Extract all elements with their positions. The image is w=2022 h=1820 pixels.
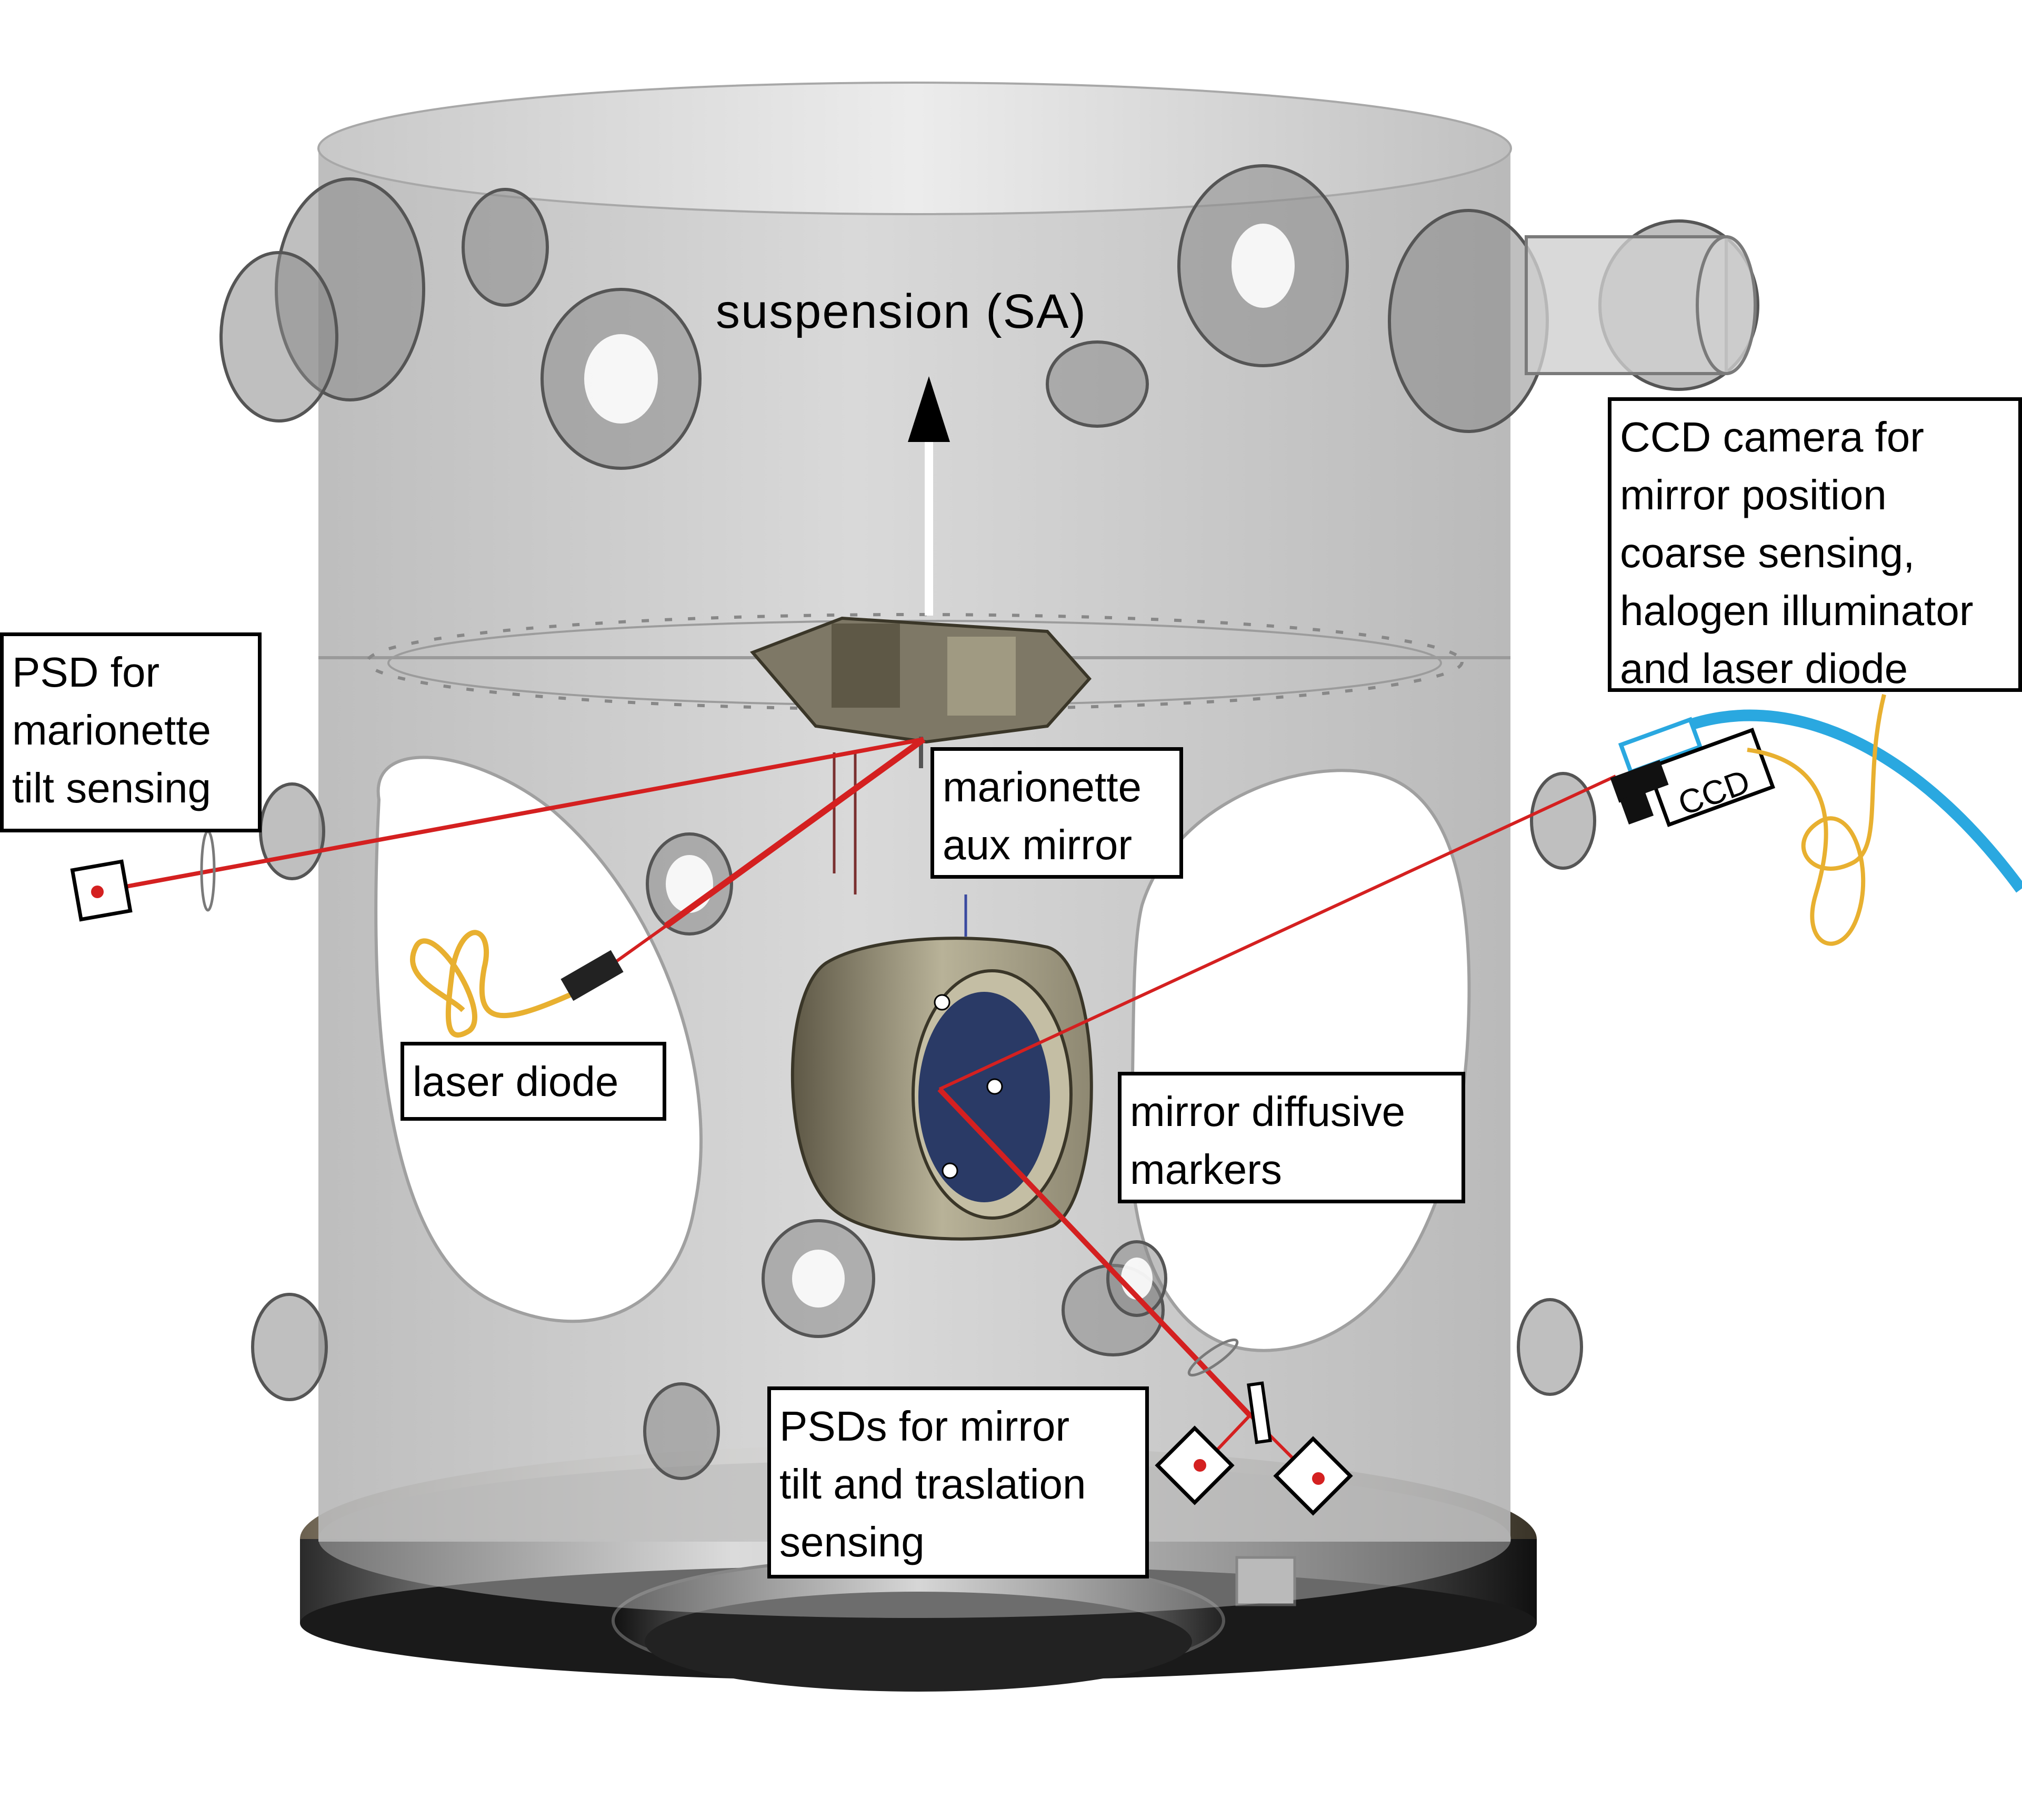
- laser-diode-icon: [409, 930, 624, 1038]
- label-line: and laser diode: [1620, 645, 1908, 692]
- label-line: tilt and traslation: [779, 1461, 1086, 1507]
- mirror-markers-label: mirror diffusive markers: [1118, 1072, 1465, 1203]
- label-line: PSD for: [12, 649, 160, 696]
- diagram-title: suspension (SA): [716, 285, 1087, 338]
- marionette-payload: [749, 616, 1092, 768]
- diffusive-marker-dots: [934, 994, 1003, 1179]
- ccd-camera-icon: CCD: [1610, 694, 2022, 946]
- label-line: sensing: [779, 1519, 925, 1565]
- label-line: halogen illuminator: [1620, 587, 1974, 634]
- marionette-mirror-label: marionette aux mirror: [930, 747, 1183, 879]
- laser-diode-label: laser diode: [401, 1042, 666, 1121]
- psd-marionette-icon: [70, 859, 133, 922]
- label-line: mirror position: [1620, 471, 1887, 518]
- psds-mirror-label: PSDs for mirror tilt and traslation sens…: [767, 1386, 1149, 1578]
- label-line: coarse sensing,: [1620, 529, 1915, 576]
- label-line: marionette: [12, 707, 211, 753]
- ccd-camera-label: CCD camera for mirror position coarse se…: [1608, 397, 2022, 692]
- psd-mirror-icons: [1155, 1425, 1353, 1516]
- psd-marionette-label: PSD for marionette tilt sensing: [0, 632, 262, 832]
- tank-flanges: [219, 164, 1759, 1480]
- tank-windows: [374, 756, 1471, 1352]
- label-line: aux mirror: [943, 821, 1133, 868]
- side-pipe: [1525, 235, 1757, 375]
- label-line: laser diode: [413, 1058, 619, 1105]
- label-line: marionette: [943, 763, 1142, 810]
- label-line: mirror diffusive: [1130, 1088, 1406, 1135]
- wires: [833, 752, 967, 937]
- label-line: tilt sensing: [12, 765, 211, 811]
- suspension-arrow: [908, 376, 950, 616]
- flange-holes: [584, 224, 1295, 1308]
- label-line: PSDs for mirror: [779, 1403, 1070, 1450]
- beam-splitter-icon: [1247, 1381, 1272, 1444]
- label-line: CCD camera for: [1620, 414, 1924, 460]
- label-line: markers: [1130, 1146, 1282, 1193]
